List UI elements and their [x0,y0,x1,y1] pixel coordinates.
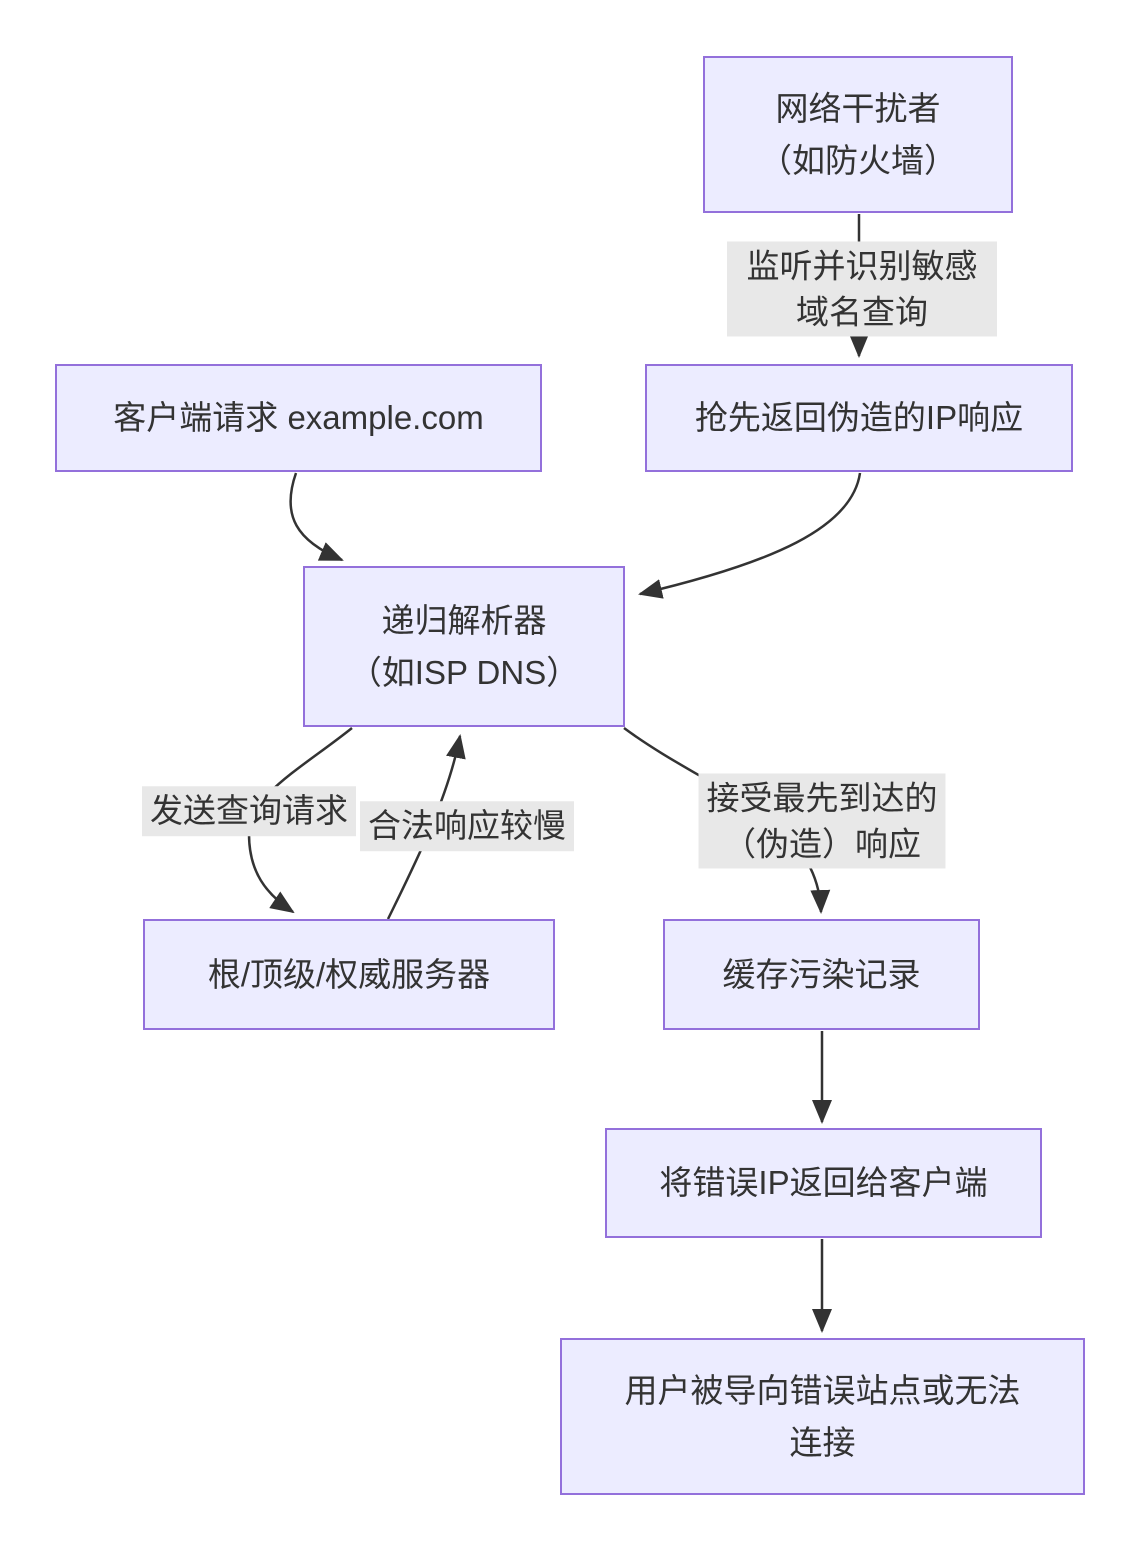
edge-label-slow-legit-response: 合法响应较慢 [360,801,574,851]
node-user-misdirected: 用户被导向错误站点或无法 连接 [560,1338,1085,1495]
node-authoritative-servers: 根/顶级/权威服务器 [143,919,555,1030]
node-recursive-resolver: 递归解析器 （如ISP DNS） [303,566,625,727]
node-return-wrong-ip: 将错误IP返回给客户端 [605,1128,1042,1238]
edge-label-send-query: 发送查询请求 [142,786,356,836]
edge-label-monitor-queries: 监听并识别敏感域名查询 [727,241,997,337]
edge-client-to-resolver [289,472,344,562]
edge-label-accept-first-response: 接受最先到达的 （伪造）响应 [698,773,946,869]
node-forged-ip-response: 抢先返回伪造的IP响应 [645,364,1073,472]
node-interferer: 网络干扰者 （如防火墙） [703,56,1013,213]
node-poisoned-cache: 缓存污染记录 [663,919,980,1030]
node-client-request: 客户端请求 example.com [55,364,542,472]
edge-forged-to-resolver [638,472,862,599]
